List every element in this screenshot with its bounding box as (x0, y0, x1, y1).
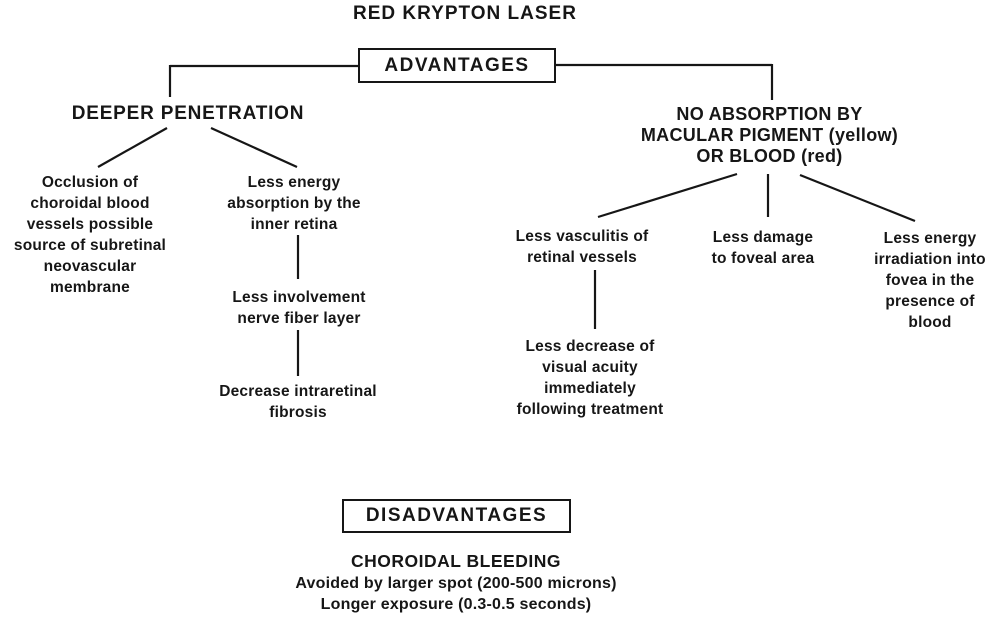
decrease-fibrosis-node: Decrease intraretinal fibrosis (219, 383, 377, 421)
less-irradiation-node: Less energy irradiation into fovea in th… (874, 230, 986, 331)
less-decrease-acuity-node: Less decrease of visual acuity immediate… (516, 338, 664, 418)
wire-penetration-to-energy (210, 126, 298, 169)
occlusion-node: Occlusion of choroidal blood vessels pos… (13, 174, 167, 296)
disadvantages-box-label: DISADVANTAGES (365, 505, 548, 526)
deeper-penetration-heading: DEEPER PENETRATION (71, 103, 305, 124)
wire-penetration-to-occlusion (97, 127, 168, 168)
wire-absorption-to-vasculitis (597, 172, 738, 219)
choroidal-bleeding-heading: CHOROIDAL BLEEDING (351, 551, 561, 571)
wire-absorption-to-irradiation (799, 173, 916, 223)
diagram-title: RED KRYPTON LASER (353, 3, 577, 24)
less-energy-absorption-node: Less energy absorption by the inner reti… (227, 174, 361, 233)
no-absorption-heading: NO ABSORPTION BY MACULAR PIGMENT (yellow… (640, 104, 899, 166)
less-damage-node: Less damage to foveal area (711, 229, 815, 267)
advantages-box: ADVANTAGES (358, 48, 556, 83)
advantages-box-label: ADVANTAGES (384, 54, 530, 76)
disadvantages-box: DISADVANTAGES (342, 499, 571, 533)
longer-exposure-line: Longer exposure (0.3-0.5 seconds) (320, 596, 592, 613)
avoided-by-larger-spot-line: Avoided by larger spot (200-500 microns) (295, 575, 617, 592)
less-involvement-node: Less involvement nerve fiber layer (232, 289, 366, 327)
less-vasculitis-node: Less vasculitis of retinal vessels (515, 228, 649, 266)
